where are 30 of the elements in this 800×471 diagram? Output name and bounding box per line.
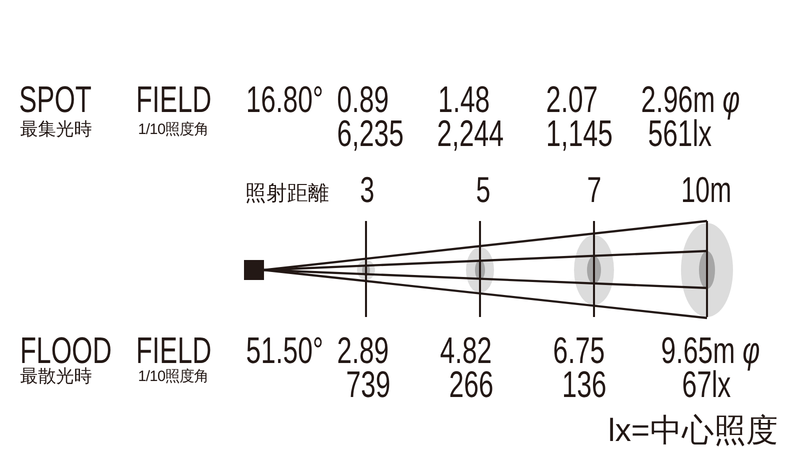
distance-value: 10m (681, 174, 732, 206)
distance-value: 5 (476, 174, 490, 206)
illuminance-value: 67lx (682, 368, 731, 402)
distance-heading: 照射距離 (245, 183, 329, 204)
beam-diameter: 2.89 (337, 334, 389, 368)
distance-value: 3 (360, 174, 374, 206)
beam-diameter: 4.82 (440, 334, 492, 368)
mode-label: SPOT (19, 83, 92, 116)
unit-note: lx=中心照度 (608, 414, 778, 446)
beam-diameter: 6.75 (553, 334, 605, 368)
illuminance-value: 561lx (648, 117, 712, 150)
illuminance-value: 266 (449, 368, 494, 402)
beam-diameter: 2.07 (546, 83, 598, 116)
beam-angle: 16.80° (246, 83, 324, 116)
angle-definition: 1/10照度角 (138, 369, 209, 384)
illuminance-value: 2,244 (437, 117, 504, 150)
beam-diameter: 1.48 (438, 83, 490, 116)
field-label: FIELD (136, 83, 212, 116)
field-label: FIELD (136, 334, 212, 368)
illuminance-value: 6,235 (337, 117, 404, 150)
mode-caption: 最集光時 (20, 120, 92, 138)
beam-diameter: 0.89 (337, 83, 389, 116)
mode-caption: 最散光時 (20, 367, 92, 385)
angle-definition: 1/10照度角 (138, 122, 209, 137)
illuminance-value: 739 (346, 368, 390, 402)
beam-angle: 51.50° (246, 334, 324, 368)
illuminance-value: 136 (562, 368, 606, 402)
mode-label: FLOOD (20, 334, 112, 368)
illuminance-value: 1,145 (546, 117, 613, 150)
distance-value: 7 (587, 174, 602, 206)
